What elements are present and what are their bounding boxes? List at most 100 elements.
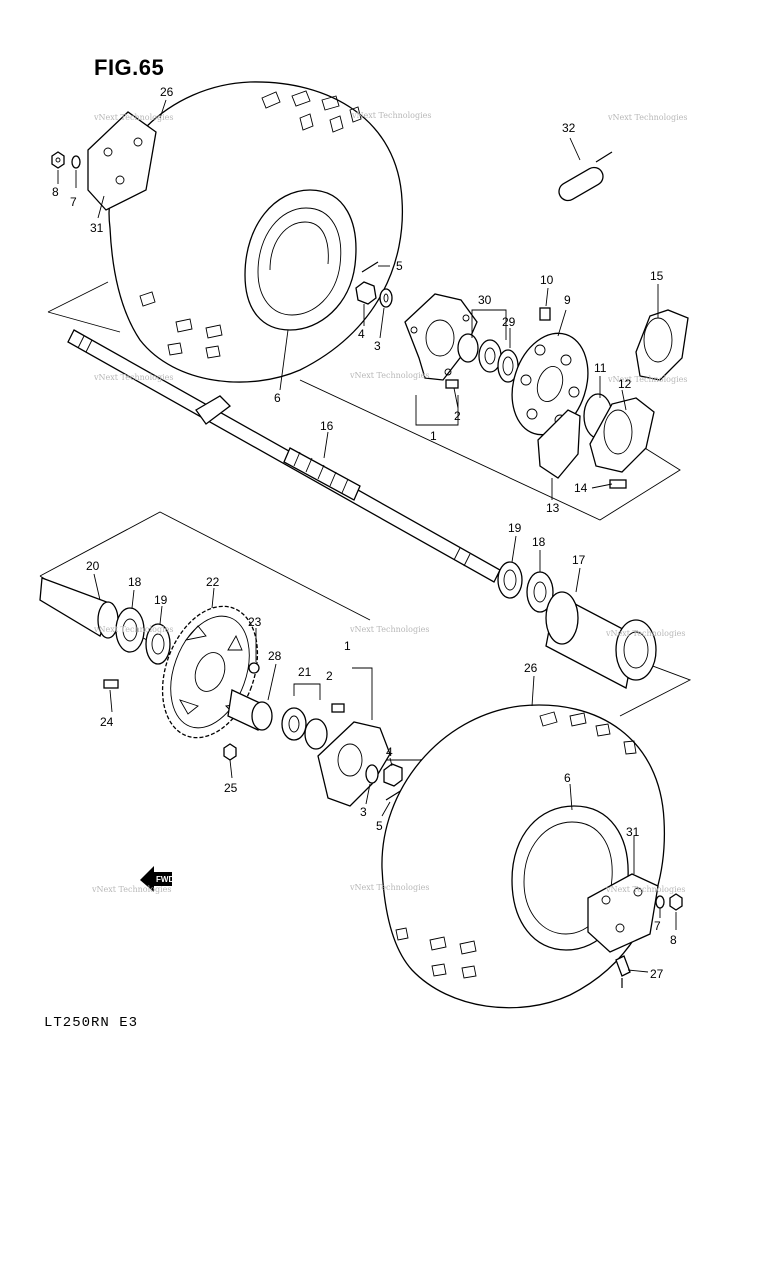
callout-18-lower: 18	[128, 575, 142, 589]
caliper-plate-12	[589, 397, 655, 473]
callout-19-upper: 19	[508, 521, 522, 535]
tread-pattern	[139, 90, 362, 359]
washer-7-lower	[655, 895, 665, 909]
bearing-21	[281, 707, 328, 750]
callout-30: 30	[478, 293, 492, 307]
watermark-text: vNext Technologies	[93, 113, 173, 122]
callout-32: 32	[562, 121, 576, 135]
tread-pattern-right	[395, 711, 637, 979]
callout-4-lower: 4	[386, 745, 393, 759]
callout-28: 28	[268, 649, 282, 663]
callout-7-lower: 7	[654, 919, 661, 933]
callout-4-upper: 4	[358, 327, 365, 341]
callout-10: 10	[540, 273, 554, 287]
callout-16: 16	[320, 419, 334, 433]
callout-26-upper: 26	[160, 85, 174, 99]
cotter-pin-5-upper	[361, 261, 379, 273]
rear-axle-16	[67, 329, 501, 583]
watermark-text: vNext Technologies	[605, 629, 685, 638]
callout-9: 9	[564, 293, 571, 307]
washer-7-upper	[71, 155, 81, 169]
watermark-text: vNext Technologies	[91, 885, 171, 894]
callout-3-lower: 3	[360, 805, 367, 819]
callout-31-upper: 31	[90, 221, 104, 235]
callout-3-upper: 3	[374, 339, 381, 353]
bolt-24	[103, 679, 119, 689]
fwd-label: FWD	[156, 875, 174, 884]
callout-12: 12	[618, 377, 632, 391]
bolt-14	[609, 479, 627, 489]
watermark-text: vNext Technologies	[349, 883, 429, 892]
castle-nut-4-lower	[383, 763, 403, 787]
callout-31-lower: 31	[626, 825, 640, 839]
model-code-label: LT250RN E3	[44, 1015, 139, 1031]
callout-25: 25	[224, 781, 238, 795]
nut-8-lower	[669, 893, 683, 911]
leader-lines	[57, 99, 677, 973]
sleeve-32	[558, 151, 613, 202]
callout-6-lower: 6	[564, 771, 571, 785]
callout-labels: 26 8 7 31 5 4 3 6 30 29 9 10 15 32 2 1 1…	[52, 85, 677, 981]
bearing-18-upper	[526, 571, 554, 613]
callout-2-upper: 2	[454, 409, 461, 423]
guard-13	[537, 409, 581, 479]
hub-1-lower	[317, 721, 391, 807]
upper-assembly-outline	[47, 281, 681, 521]
wheel-plate-lower	[587, 873, 659, 953]
group-bracket-lower	[293, 667, 373, 720]
bolt-23	[248, 662, 260, 674]
callout-1-lower: 1	[344, 639, 351, 653]
callout-27: 27	[650, 967, 664, 981]
bolt-2-lower	[331, 703, 345, 713]
brake-plate-15	[635, 309, 689, 381]
axle-housing-17	[545, 591, 657, 689]
callout-17: 17	[572, 553, 586, 567]
spacer-20	[39, 577, 119, 639]
wheel-plate-upper	[87, 111, 157, 211]
callout-5-upper: 5	[396, 259, 403, 273]
callout-15: 15	[650, 269, 664, 283]
callout-8-upper: 8	[52, 185, 59, 199]
watermark-text: vNext Technologies	[607, 113, 687, 122]
callout-6-upper: 6	[274, 391, 281, 405]
callout-13: 13	[546, 501, 560, 515]
watermark-text: vNext Technologies	[607, 375, 687, 384]
washer-3-upper	[379, 288, 393, 308]
callout-11: 11	[594, 361, 607, 375]
callout-2-lower: 2	[326, 669, 333, 683]
callout-1-upper: 1	[430, 429, 437, 443]
bearing-18-lower	[115, 607, 145, 653]
bolt-10	[539, 307, 551, 321]
washer-3-lower	[365, 764, 379, 784]
callout-22: 22	[206, 575, 220, 589]
watermark-text: vNext Technologies	[351, 111, 431, 120]
callout-8-lower: 8	[670, 933, 677, 947]
callout-26-lower: 26	[524, 661, 538, 675]
watermark-text: vNext Technologies	[93, 373, 173, 382]
seal-19-upper	[497, 561, 523, 599]
callout-20: 20	[86, 559, 100, 573]
watermark-text: vNext Technologies	[349, 371, 429, 380]
seal-29	[497, 349, 519, 383]
watermark-text: vNext Technologies	[93, 625, 173, 634]
watermarks: vNext Technologies vNext Technologies vN…	[91, 111, 687, 894]
callout-21: 21	[298, 665, 312, 679]
callout-24: 24	[100, 715, 114, 729]
callout-5-lower: 5	[376, 819, 383, 833]
figure-title: FIG.65	[94, 55, 165, 80]
callout-7-upper: 7	[70, 195, 77, 209]
valve-27	[615, 955, 631, 988]
rear-tire-left	[108, 81, 404, 383]
bearing-30	[457, 333, 502, 373]
bolt-2-upper	[445, 379, 459, 389]
nut-25	[223, 743, 237, 761]
hub-flange-28	[227, 689, 273, 731]
seal-19-lower	[145, 623, 171, 665]
callout-14: 14	[574, 481, 588, 495]
callout-23: 23	[248, 615, 262, 629]
brake-disc-9	[511, 332, 589, 436]
callout-18-upper: 18	[532, 535, 546, 549]
watermark-text: vNext Technologies	[605, 885, 685, 894]
fwd-arrow-icon: FWD	[140, 866, 174, 892]
